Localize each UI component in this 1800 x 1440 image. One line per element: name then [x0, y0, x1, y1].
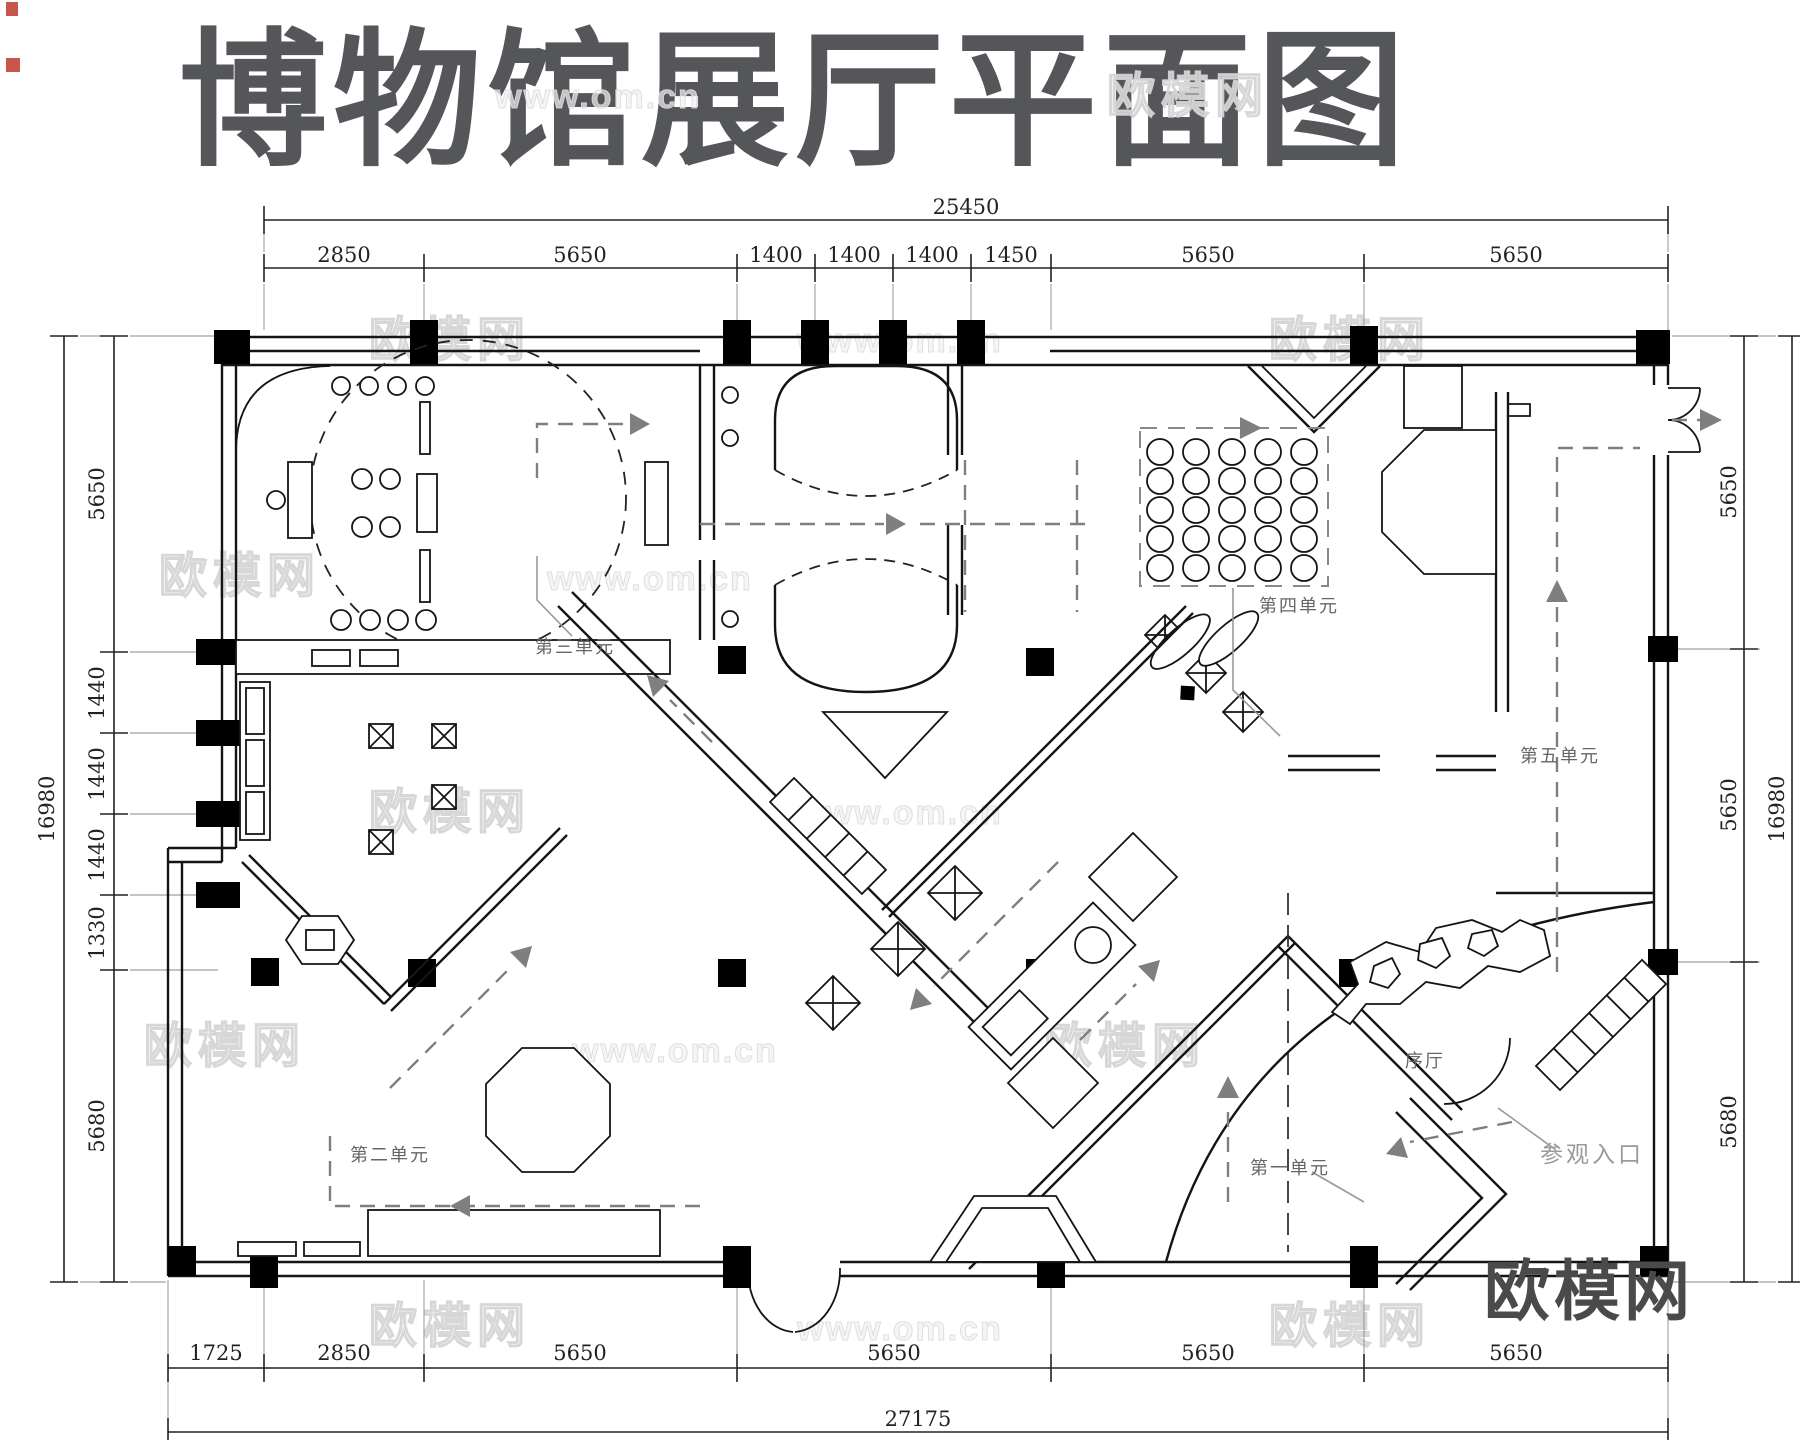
watermark-logo: 欧模网 [1269, 314, 1431, 367]
watermark-logo: 欧模网 [1269, 1300, 1431, 1353]
svg-text:5650: 5650 [1717, 778, 1741, 831]
unit4-circle-grid [1146, 438, 1318, 582]
site-logo: 欧模网 [1484, 1254, 1694, 1328]
room-label-unit5: 第五单元 [1520, 746, 1600, 766]
watermark-url: www.om.cn [796, 1310, 1003, 1348]
svg-text:5650: 5650 [1181, 1341, 1234, 1365]
corner-marks [6, 2, 20, 72]
unit5-bed [1149, 610, 1260, 701]
svg-text:1400: 1400 [749, 243, 802, 267]
diagonal-corridors [241, 591, 1194, 1057]
svg-text:5680: 5680 [1717, 1095, 1741, 1148]
watermark-logo: 欧模网 [369, 314, 531, 367]
svg-text:1330: 1330 [85, 906, 109, 959]
svg-text:5650: 5650 [1489, 1341, 1542, 1365]
lobby-bench [1534, 958, 1668, 1092]
corridor-bench [768, 776, 888, 896]
watermark-url: www.om.cn [546, 560, 753, 598]
watermark-logo: 欧模网 [369, 1300, 531, 1353]
circulation-path [328, 409, 1722, 1217]
unit2-room [237, 1047, 661, 1257]
unit4-zone [1139, 365, 1654, 895]
svg-text:5650: 5650 [553, 243, 606, 267]
dim-top: 25450 2850 5650 1400 1400 1400 1450 5650… [263, 195, 1669, 282]
center-ovals [644, 364, 964, 780]
room-label-unit1: 第一单元 [1250, 1158, 1330, 1178]
room-label-unit2: 第二单元 [350, 1145, 430, 1165]
stone-display [1330, 918, 1552, 1026]
room-labels: 第三单元 第四单元 第五单元 第二单元 第一单元 序厅 参观入口 [350, 596, 1644, 1178]
svg-text:5650: 5650 [85, 467, 109, 520]
svg-text:5650: 5650 [553, 1341, 606, 1365]
watermark-logo: 欧模网 [1107, 70, 1269, 123]
svg-text:1450: 1450 [984, 243, 1037, 267]
watermark-url: www.om.cn [494, 78, 701, 116]
svg-text:5650: 5650 [867, 1341, 920, 1365]
unit4-dashed-boundary [1139, 427, 1329, 587]
unit1-room [928, 831, 1463, 1270]
entrance-label: 参观入口 [1540, 1141, 1644, 1167]
svg-text:1440: 1440 [85, 828, 109, 881]
watermark-logo: 欧模网 [369, 786, 531, 839]
bed-display [967, 901, 1137, 1071]
watermark-logo: 欧模网 [144, 1020, 306, 1073]
dim-top-overall: 25450 [933, 195, 1000, 219]
svg-text:5650: 5650 [1489, 243, 1542, 267]
stage-room [235, 339, 716, 657]
x-box-displays [368, 723, 457, 855]
octagon-pedestal [485, 1047, 611, 1173]
dim-right: 5650 5650 5680 16980 [1717, 335, 1800, 1283]
diamond-pedestal [1087, 831, 1179, 923]
dim-bottom-overall: 27175 [885, 1407, 952, 1431]
diamond-pedestal [1006, 1036, 1100, 1130]
svg-text:1400: 1400 [905, 243, 958, 267]
dim-left-overall: 16980 [35, 776, 59, 843]
svg-text:1400: 1400 [827, 243, 880, 267]
page-title: 博物馆展厅平面图 [179, 19, 1411, 184]
plaza-diamond-x [804, 864, 984, 1032]
svg-text:5680: 5680 [85, 1099, 109, 1152]
watermark-logo: 欧模网 [159, 550, 321, 603]
dim-right-overall: 16980 [1765, 776, 1789, 843]
svg-text:1440: 1440 [85, 666, 109, 719]
svg-text:2850: 2850 [317, 243, 370, 267]
room-label-lobby: 序厅 [1405, 1051, 1445, 1071]
dim-bottom: 1725 2850 5650 5650 5650 5650 27175 [167, 1341, 1669, 1440]
svg-text:2850: 2850 [317, 1341, 370, 1365]
room-label-unit3: 第三单元 [535, 637, 615, 657]
watermark-url: www.om.cn [571, 1032, 778, 1070]
svg-text:1725: 1725 [189, 1341, 242, 1365]
svg-text:1440: 1440 [85, 747, 109, 800]
dim-left: 16980 5650 1440 1440 1440 1330 5680 [35, 335, 128, 1283]
lobby-zone [1164, 900, 1668, 1291]
svg-text:5650: 5650 [1181, 243, 1234, 267]
room-label-unit4: 第四单元 [1259, 596, 1339, 616]
svg-text:5650: 5650 [1717, 465, 1741, 518]
